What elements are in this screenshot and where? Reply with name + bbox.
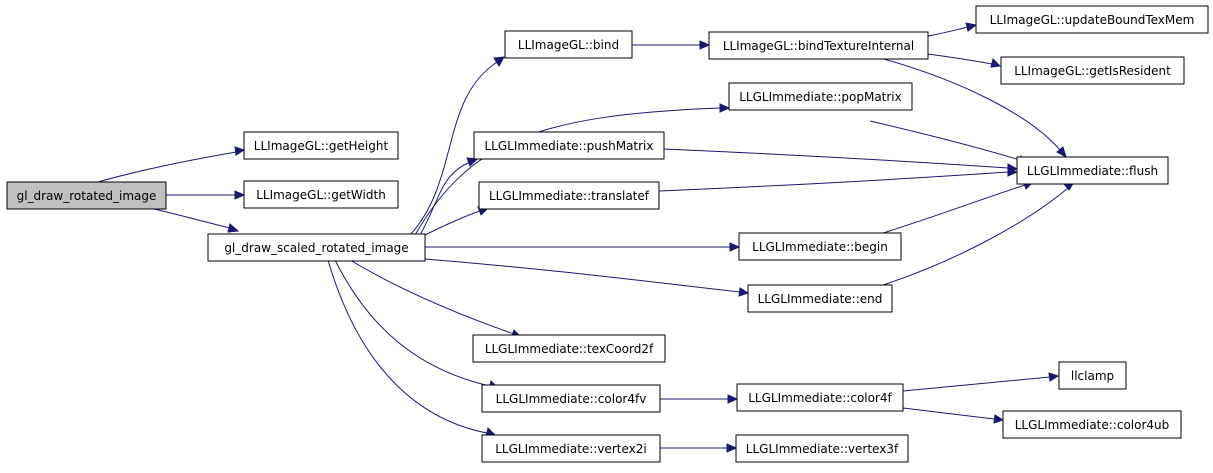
node-getHeight[interactable]: LLImageGL::getHeight [243,131,399,160]
node-color4fv[interactable]: LLGLImmediate::color4fv [481,384,661,413]
edge-bindTextureInternal-flush [879,57,1067,159]
node-translatef[interactable]: LLGLImmediate::translatef [478,181,660,210]
node-pushMatrix[interactable]: LLGLImmediate::pushMatrix [473,131,665,160]
node-updateBoundTexMem[interactable]: LLImageGL::updateBoundTexMem [975,5,1209,34]
edge-scaled-color4fv [334,259,500,390]
node-scaled[interactable]: gl_draw_scaled_rotated_image [207,233,426,262]
edge-bindTextureInternal-getIsResident [927,53,1002,68]
edge-pushMatrix-flush [663,148,1019,173]
edge-root-scaled [149,207,240,233]
edge-scaled-popMatrix [414,103,731,236]
node-label: LLImageGL::getIsResident [1014,64,1171,78]
node-label: LLGLImmediate::translatef [489,189,650,203]
node-getIsResident[interactable]: LLImageGL::getIsResident [1000,56,1185,85]
edge-scaled-bind [409,56,505,236]
edge-scaled-pushMatrix [419,157,479,236]
node-label: gl_draw_rotated_image [17,189,157,203]
node-label: LLGLImmediate::vertex3f [746,442,899,456]
node-label: gl_draw_scaled_rotated_image [224,241,408,255]
node-label: LLGLImmediate::color4fv [496,392,647,406]
node-label: LLImageGL::bind [518,38,619,52]
node-label: LLGLImmediate::vertex2i [495,442,647,456]
edge-scaled-texCoord2f [349,259,523,339]
node-label: LLGLImmediate::pushMatrix [485,139,654,153]
node-begin[interactable]: LLGLImmediate::begin [738,232,902,261]
edge-scaled-end [424,258,750,297]
node-label: LLGLImmediate::flush [1027,164,1158,178]
node-vertex2i[interactable]: LLGLImmediate::vertex2i [481,434,661,463]
edge-color4fv-color4f [660,394,739,404]
edge-scaled-vertex2i [327,259,497,437]
edge-vertex2i-vertex3f [660,443,738,453]
node-label: LLGLImmediate::texCoord2f [485,342,654,356]
node-end[interactable]: LLGLImmediate::end [747,284,893,313]
node-bindTextureInternal[interactable]: LLImageGL::bindTextureInternal [708,31,929,60]
edge-root-getHeight [97,146,246,183]
node-label: LLImageGL::getHeight [254,139,389,153]
edge-popMatrix-flush [869,120,1030,165]
node-label: LLGLImmediate::color4f [748,391,892,405]
node-label: LLGLImmediate::begin [752,240,888,254]
node-color4f[interactable]: LLGLImmediate::color4f [736,383,904,412]
node-llclamp[interactable]: llclamp [1058,361,1127,390]
node-vertex3f[interactable]: LLGLImmediate::vertex3f [735,434,909,463]
edge-scaled-begin [425,242,741,252]
edge-bindTextureInternal-updateBoundTexMem [927,22,978,37]
nodes-layer: gl_draw_rotated_image LLImageGL::getHeig… [6,5,1209,463]
node-color4ub[interactable]: LLGLImmediate::color4ub [1002,410,1182,439]
edge-begin-flush [879,180,1035,235]
node-label: LLGLImmediate::popMatrix [739,90,902,104]
edge-end-flush [879,181,1076,287]
node-label: LLImageGL::bindTextureInternal [723,39,914,53]
node-label: llclamp [1071,369,1114,383]
edge-bind-bindTextureInternal [632,40,711,50]
node-bind[interactable]: LLImageGL::bind [504,30,633,59]
node-popMatrix[interactable]: LLGLImmediate::popMatrix [728,82,913,111]
node-label: LLGLImmediate::end [758,292,883,306]
edge-scaled-translatef [424,206,490,236]
node-root[interactable]: gl_draw_rotated_image [6,181,167,210]
edge-color4f-llclamp [902,372,1060,392]
edge-root-getWidth [166,190,246,200]
node-flush[interactable]: LLGLImmediate::flush [1016,156,1169,185]
node-label: LLImageGL::updateBoundTexMem [990,13,1195,27]
node-label: LLGLImmediate::color4ub [1015,418,1170,432]
edge-color4f-color4ub [902,407,1005,424]
node-label: LLImageGL::getWidth [256,188,386,202]
edge-translatef-flush [658,167,1019,192]
node-texCoord2f[interactable]: LLGLImmediate::texCoord2f [472,334,666,363]
node-getWidth[interactable]: LLImageGL::getWidth [243,180,399,209]
